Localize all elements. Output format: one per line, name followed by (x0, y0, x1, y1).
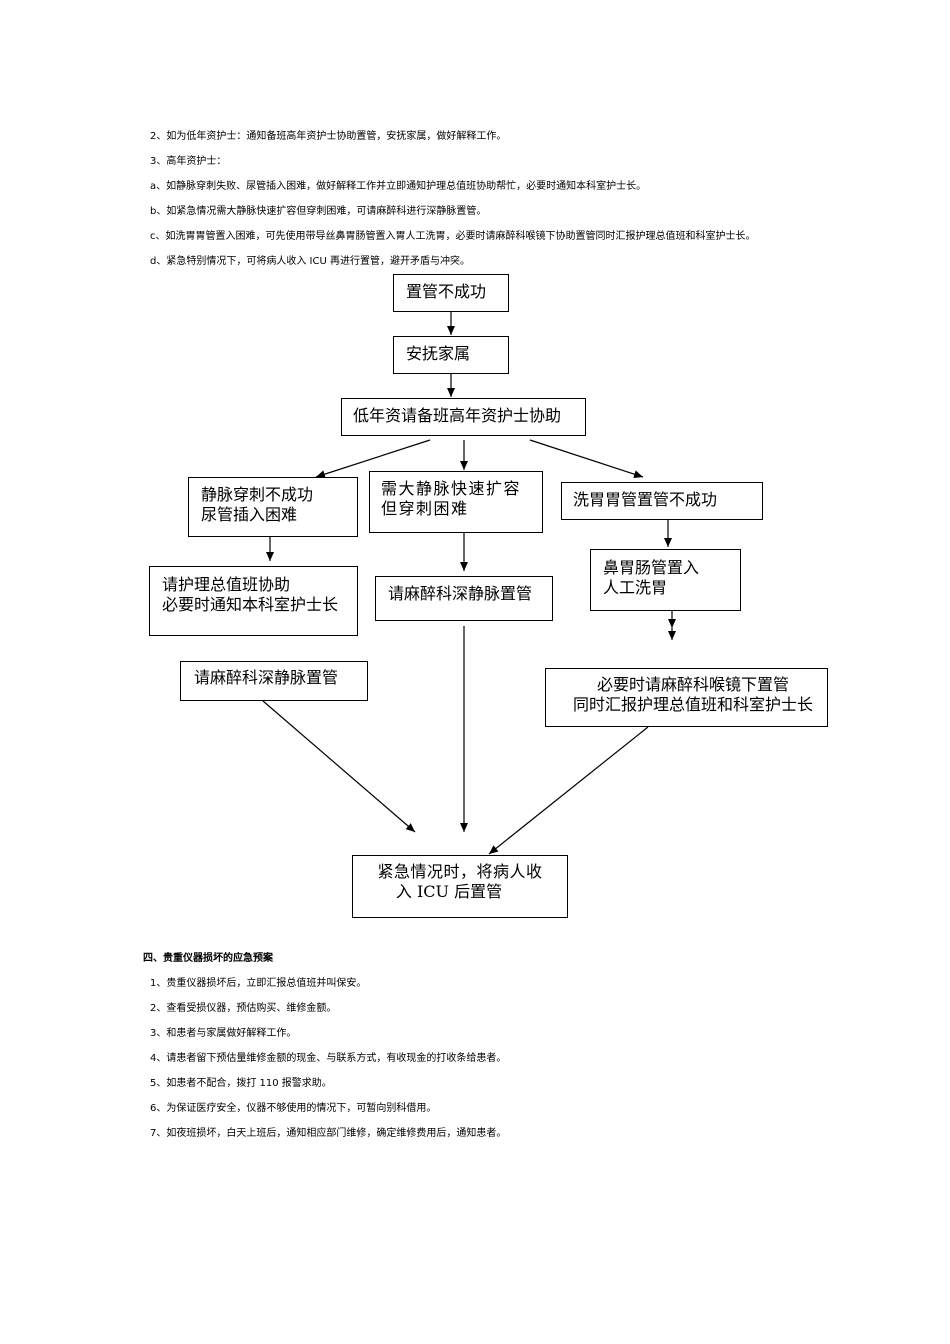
text-line-5: c、如洗胃胃管置入困难，可先使用带导丝鼻胃肠管置入胃人工洗胃，必要时请麻醉科喉镜… (150, 231, 756, 242)
text-line-2: 3、高年资护士： (150, 156, 227, 167)
box-iv-fail-text-1: 静脉穿刺不成功 (201, 485, 314, 504)
box-nasal-text-2: 人工洗胃 (603, 578, 668, 597)
box-iv-fail: 静脉穿刺不成功 尿管插入困难 (188, 477, 358, 537)
box-nasal-tube: 鼻胃肠管置入 人工洗胃 (590, 549, 741, 611)
section-4-item-7: 7、如夜班损坏，白天上班后，通知相应部门维修，确定维修费用后，通知患者。 (150, 1128, 507, 1139)
text-line-3: a、如静脉穿刺失败、尿管插入困难，做好解释工作并立即通知护理总值班协助帮忙，必要… (150, 181, 647, 192)
box-nasal-text-1: 鼻胃肠管置入 (603, 558, 700, 577)
box-icu: 紧急情况时，将病人收 入 ICU 后置管 (352, 855, 568, 918)
arrow-left-to-icu (262, 700, 416, 833)
section-4-item-3: 3、和患者与家属做好解释工作。 (150, 1028, 297, 1039)
box-anesth-deep-left: 请麻醉科深静脉置管 (180, 661, 368, 701)
section-4-item-4: 4、请患者留下预估量维修金额的现金、与联系方式，有收现金的打收条给患者。 (150, 1053, 507, 1064)
box-anesth-deep-center: 请麻醉科深静脉置管 (375, 576, 553, 621)
box-rapid-expansion: 需大静脉快速扩容 但穿刺困难 (369, 471, 543, 533)
arrow-request-to-gastric (529, 439, 644, 479)
section-4-item-1: 1、贵重仪器损坏后，立即汇报总值班并叫保安。 (150, 978, 367, 989)
box-nurse-help: 请护理总值班协助 必要时通知本科室护士长 (149, 566, 358, 636)
box-fail: 置管不成功 (393, 274, 509, 312)
box-nurse-help-text-2: 必要时通知本科室护士长 (162, 595, 339, 614)
box-comfort: 安抚家属 (393, 336, 509, 374)
box-laryngo-text-1: 必要时请麻醉科喉镜下置管 (596, 675, 789, 694)
box-rapid-text-1: 需大静脉快速扩容 (381, 479, 522, 498)
text-line-4: b、如紧急情况需大静脉快速扩容但穿刺困难，可请麻醉科进行深静脉置管。 (150, 206, 487, 217)
box-iv-fail-text-2: 尿管插入困难 (201, 505, 298, 524)
box-nurse-help-text-1: 请护理总值班协助 (162, 575, 291, 594)
box-laryngo-text-2: 同时汇报护理总值班和科室护士长 (572, 695, 813, 714)
box-anesth-deep-center-text: 请麻醉科深静脉置管 (388, 584, 533, 603)
box-laryngoscope: 必要时请麻醉科喉镜下置管 同时汇报护理总值班和科室护士长 (545, 668, 828, 727)
box-rapid-text-2: 但穿刺困难 (381, 499, 469, 518)
text-line-6: d、紧急特别情况下，可将病人收入 ICU 再进行置管，避开矛盾与冲突。 (150, 256, 470, 267)
arrow-request-to-iv (315, 439, 431, 479)
box-fail-text: 置管不成功 (406, 282, 487, 301)
text-line-1: 2、如为低年资护士：通知备班高年资护士协助置管，安抚家属，做好解释工作。 (150, 131, 507, 142)
box-icu-text-1: 紧急情况时，将病人收 (377, 862, 543, 881)
box-gastric-fail: 洗胃胃管置管不成功 (561, 482, 763, 520)
box-comfort-text: 安抚家属 (406, 344, 471, 363)
box-junior-request: 低年资请备班高年资护士协助 (341, 398, 586, 436)
section-4-title: 四、贵重仪器损坏的应急预案 (143, 953, 273, 964)
box-junior-request-text: 低年资请备班高年资护士协助 (353, 406, 562, 425)
box-icu-text-2: 入 ICU 后置管 (395, 882, 503, 901)
box-anesth-deep-left-text: 请麻醉科深静脉置管 (194, 668, 339, 687)
box-gastric-fail-text: 洗胃胃管置管不成功 (573, 490, 718, 509)
arrow-right-to-icu (488, 726, 649, 855)
section-4-item-6: 6、为保证医疗安全，仪器不够使用的情况下，可暂向别科借用。 (150, 1103, 437, 1114)
section-4-item-5: 5、如患者不配合，拨打 110 报警求助。 (150, 1078, 332, 1089)
section-4-item-2: 2、查看受损仪器，预估购买、维修金额。 (150, 1003, 337, 1014)
